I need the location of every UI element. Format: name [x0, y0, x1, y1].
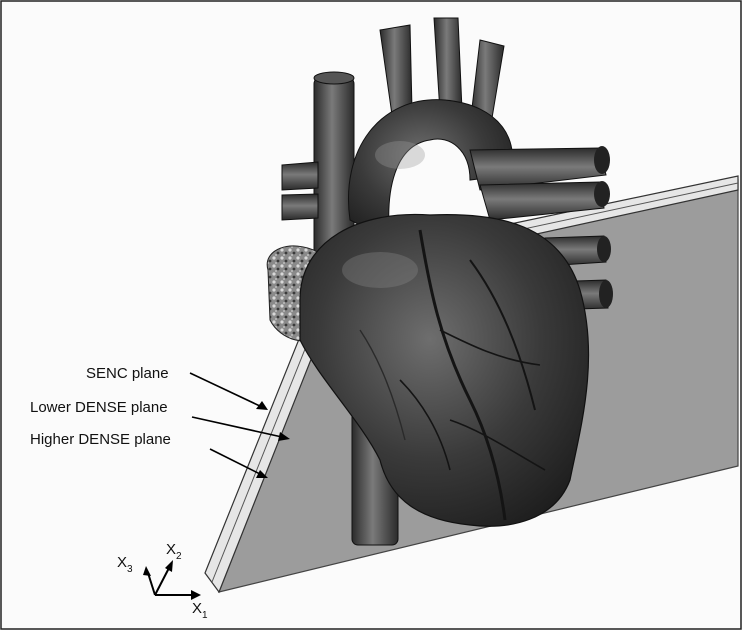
axis-x3-arrow	[148, 573, 155, 595]
label-lower-dense-plane: Lower DENSE plane	[30, 399, 168, 416]
label-senc-plane: SENC plane	[86, 365, 169, 382]
axis-x2-label: X2	[166, 541, 182, 562]
arrow-senc	[190, 373, 262, 407]
label-higher-dense-plane: Higher DENSE plane	[30, 431, 171, 448]
axis-x1-label: X1	[192, 600, 208, 621]
axis-x2-arrow	[155, 566, 170, 595]
axis-x3-label: X3	[117, 554, 133, 575]
coordinate-axes: X1 X2 X3	[117, 541, 208, 621]
